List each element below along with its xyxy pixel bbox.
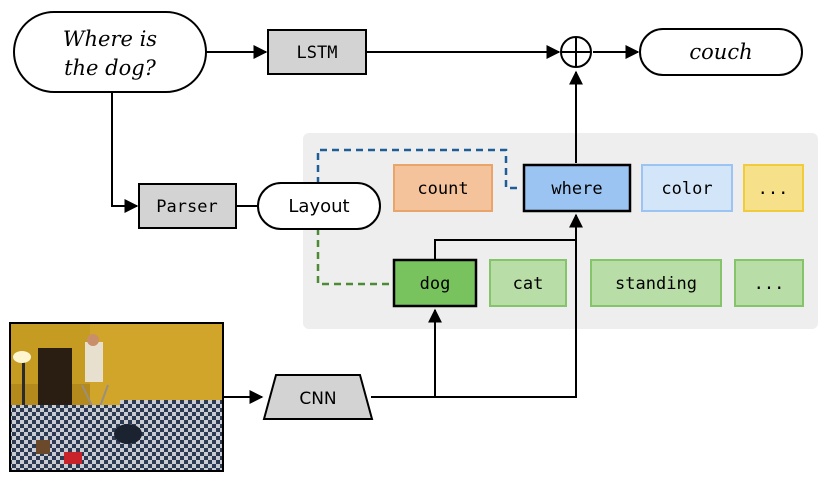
cnn-label: CNN bbox=[299, 389, 336, 409]
answer-node bbox=[639, 28, 803, 76]
module-more-bottom-label: ... bbox=[754, 274, 785, 294]
module-dog bbox=[392, 258, 478, 308]
lstm-box bbox=[267, 29, 367, 75]
cnn-box bbox=[262, 374, 374, 420]
module-dog-label: dog bbox=[420, 274, 451, 294]
module-where-label: where bbox=[551, 179, 602, 199]
question-line1: Where is bbox=[63, 27, 157, 51]
edge-question-to-parser bbox=[111, 92, 139, 213]
module-more-bottom bbox=[734, 259, 804, 307]
question-line2: the dog? bbox=[64, 56, 157, 80]
dashed-link-layout-to-dog bbox=[316, 228, 392, 286]
module-cat bbox=[489, 259, 567, 307]
dashed-link-layout-to-where bbox=[316, 148, 522, 190]
layout-node bbox=[257, 182, 381, 230]
edge-dog-to-where bbox=[434, 239, 576, 260]
module-cat-label: cat bbox=[513, 274, 544, 294]
layout-label: Layout bbox=[288, 196, 349, 217]
module-count bbox=[393, 164, 493, 212]
module-standing-label: standing bbox=[615, 274, 697, 294]
answer-label: couch bbox=[689, 40, 752, 64]
module-color bbox=[641, 164, 733, 212]
module-count-label: count bbox=[417, 179, 468, 199]
lstm-label: LSTM bbox=[297, 43, 338, 63]
parser-box bbox=[138, 183, 237, 229]
module-color-label: color bbox=[661, 179, 712, 199]
module-more-top-label: ... bbox=[758, 179, 789, 199]
module-standing bbox=[590, 259, 722, 307]
input-photo bbox=[9, 322, 224, 472]
question-node bbox=[13, 11, 207, 93]
module-more-top bbox=[743, 164, 804, 212]
edge-cnn-to-where bbox=[371, 213, 583, 398]
parser-label: Parser bbox=[156, 197, 217, 217]
module-where bbox=[522, 163, 632, 213]
